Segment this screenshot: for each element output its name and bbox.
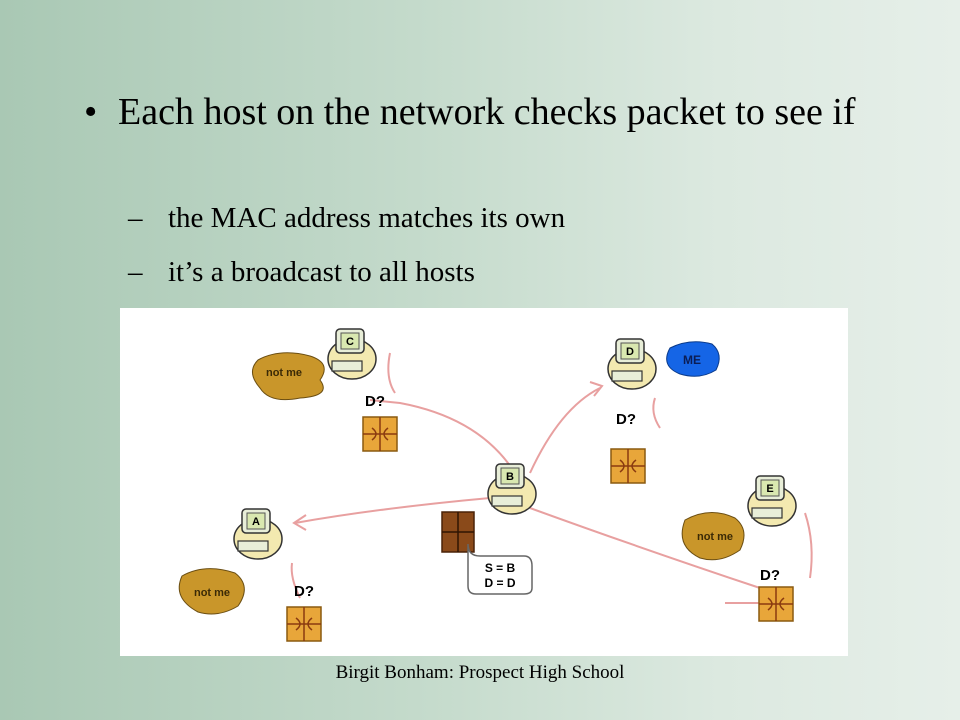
sub-bullet-text: the MAC address matches its own [168,202,566,234]
packet-icon [362,416,398,452]
host-c: C [327,328,377,380]
not-me-blob-a: not me [178,568,245,615]
host-label: E [766,483,773,495]
network-diagram-svg: not me ME not me not me C D [178,328,813,642]
host-b: B [487,463,537,515]
host-label: B [506,471,514,483]
not-me-blob-e: not me [681,512,745,561]
packet-icon [441,511,475,553]
host-a: A [233,508,283,560]
host-e: E [747,475,797,527]
host-label: C [346,336,354,348]
host-label: A [252,516,260,528]
bullet-icon: • [84,91,98,133]
question-label: D? [294,583,314,600]
not-me-label: not me [697,531,733,543]
dash-icon: – [128,256,143,288]
main-bullet-text: Each host on the network checks packet t… [118,91,856,133]
me-label: ME [683,353,701,367]
sub-bullet-text: it’s a broadcast to all hosts [168,256,475,288]
main-bullet: • Each host on the network checks packet… [84,88,884,136]
packet-icon [610,448,646,484]
not-me-blob-c: not me [252,352,325,401]
question-label: D? [760,567,780,584]
packet-dest: D = D [484,576,515,590]
packet-address-box: S = B D = D [467,543,533,595]
packet-source: S = B [485,561,516,575]
not-me-label: not me [194,587,230,599]
sub-bullet-mac-match: – the MAC address matches its own [128,202,565,235]
packet-icon [758,586,794,622]
question-label: D? [365,393,385,410]
packet-icon [286,606,322,642]
host-d: D [607,338,657,390]
host-label: D [626,346,634,358]
sub-bullet-broadcast: – it’s a broadcast to all hosts [128,256,475,289]
me-blob-d: ME [666,341,720,377]
network-diagram: not me ME not me not me C D [120,308,848,656]
path-arrows [290,352,813,604]
footer-credit: Birgit Bonham: Prospect High School [335,662,625,683]
not-me-label: not me [266,367,302,379]
dash-icon: – [128,202,143,234]
question-label: D? [616,411,636,428]
